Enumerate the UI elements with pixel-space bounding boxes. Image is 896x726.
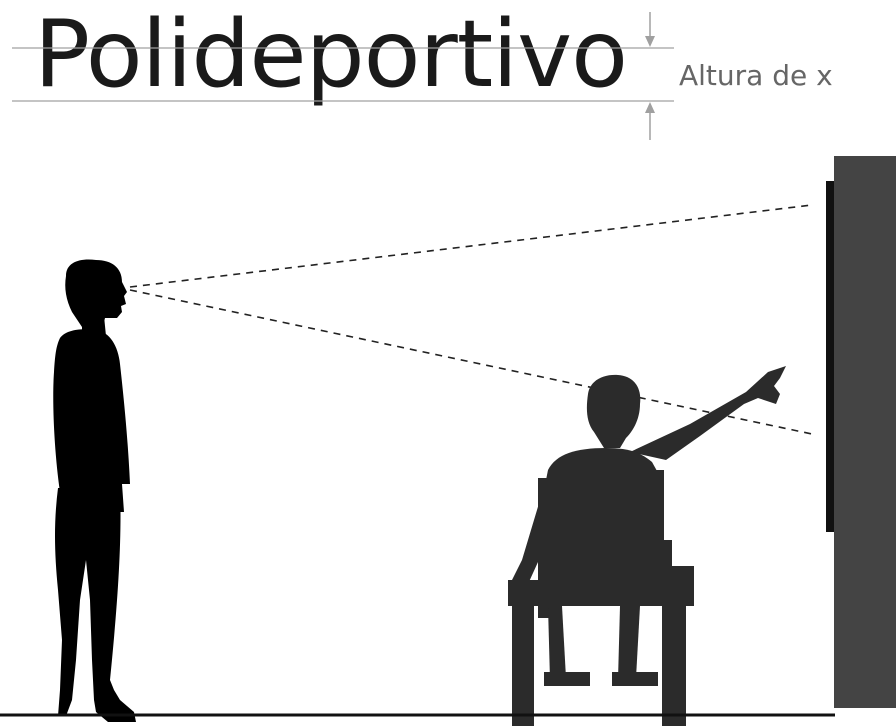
title-sample: Polideportivo [34, 0, 628, 108]
upper-sight-line [129, 204, 813, 288]
wheelchair-user-icon [508, 366, 786, 726]
arrow-up-icon [645, 102, 655, 140]
x-height-guides [12, 12, 674, 140]
arrow-down-icon [645, 12, 655, 47]
standing-person-icon [53, 259, 136, 722]
lower-sight-line [129, 289, 813, 435]
sign-panel-icon [826, 156, 896, 708]
sight-lines [129, 204, 813, 435]
x-height-label: Altura de x [679, 59, 833, 92]
